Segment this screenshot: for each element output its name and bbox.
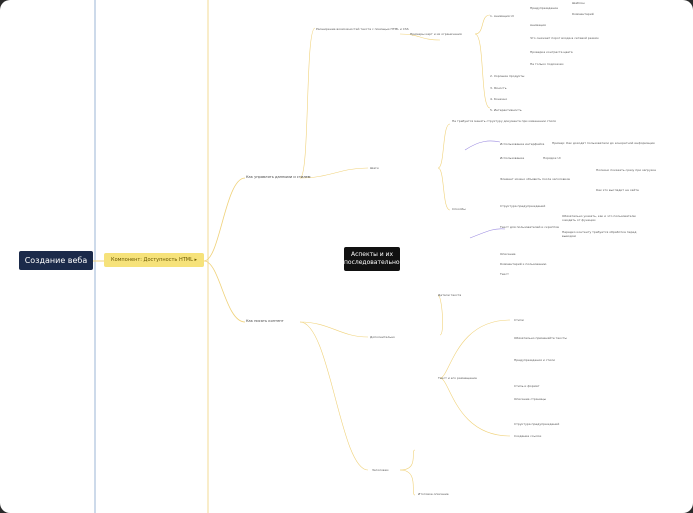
node[interactable]: Не только подсказки: [530, 62, 564, 66]
node[interactable]: Элемент можно объявить после заголовков: [500, 177, 570, 181]
node[interactable]: Стиль и формат: [514, 384, 540, 388]
node[interactable]: Итоговое описание: [418, 492, 449, 496]
node[interactable]: 3. Ясность: [490, 86, 507, 90]
node[interactable]: Структура предупреждений: [514, 422, 560, 426]
node[interactable]: Заголовки: [372, 468, 389, 472]
node[interactable]: Шаги: [370, 166, 379, 170]
node[interactable]: Использование: [500, 156, 525, 160]
branch-write-content[interactable]: Как писать контент: [246, 319, 284, 323]
node[interactable]: Детали текста: [438, 293, 462, 297]
node[interactable]: Расширение возможностей текста с помощью…: [316, 27, 409, 31]
node[interactable]: Текст и его размещение: [438, 376, 477, 380]
node[interactable]: Комментарий: [572, 12, 594, 16]
node[interactable]: Структура предупреждений: [500, 204, 546, 208]
node[interactable]: Шаблон: [572, 1, 585, 5]
node[interactable]: Как это выглядит на сайте: [596, 188, 639, 192]
node[interactable]: Предупреждение: [530, 6, 558, 10]
node[interactable]: Что снижает порог входа в сетевой режим: [530, 36, 599, 40]
central-node[interactable]: Аспекты и их последовательность: [344, 247, 410, 271]
node[interactable]: Текст: [500, 272, 509, 276]
node[interactable]: Анимация: [530, 23, 546, 27]
node[interactable]: 1. Анимация UI: [490, 14, 514, 18]
node[interactable]: Не требуется менять структуру документа …: [452, 119, 556, 123]
node[interactable]: Текст для пользователей и скриптов: [500, 225, 559, 229]
node[interactable]: Проверка контраста цвета: [530, 50, 573, 54]
node[interactable]: 5. Интерактивность: [490, 108, 522, 112]
node[interactable]: Примеры карт и их ограничения: [410, 32, 462, 36]
node[interactable]: Описание страницы: [514, 397, 546, 401]
main-topic-node[interactable]: Компонент: Доступность HTML ▸: [104, 253, 204, 267]
node[interactable]: Обязательно указать, как и что пользоват…: [562, 214, 636, 222]
node[interactable]: Дополнительно: [370, 335, 395, 339]
node[interactable]: Комментарий к пользованию: [500, 262, 547, 266]
node[interactable]: Предупреждения и стили: [514, 358, 555, 362]
node[interactable]: Стили: [514, 318, 524, 322]
node[interactable]: Полезно показать сразу при загрузке: [596, 168, 656, 172]
node[interactable]: Создание ссылок: [514, 434, 542, 438]
node[interactable]: Обязательно применяйте тексты: [514, 336, 567, 340]
node[interactable]: Способы: [452, 207, 466, 211]
branch-data-style[interactable]: Как управлять данными и стилем: [246, 175, 311, 179]
node[interactable]: 2. Хорошие продукты: [490, 74, 525, 78]
node[interactable]: Использование интерфейса: [500, 142, 545, 146]
node[interactable]: 4. Конечно: [490, 97, 508, 101]
node[interactable]: Описание: [500, 252, 516, 256]
node[interactable]: Пример: Как доходят пользователи до конк…: [552, 141, 655, 145]
root-node[interactable]: Создание веба: [19, 251, 93, 270]
node[interactable]: Нередко контенту требуется обработка пер…: [562, 230, 637, 238]
node[interactable]: Порядок UI: [543, 156, 561, 160]
